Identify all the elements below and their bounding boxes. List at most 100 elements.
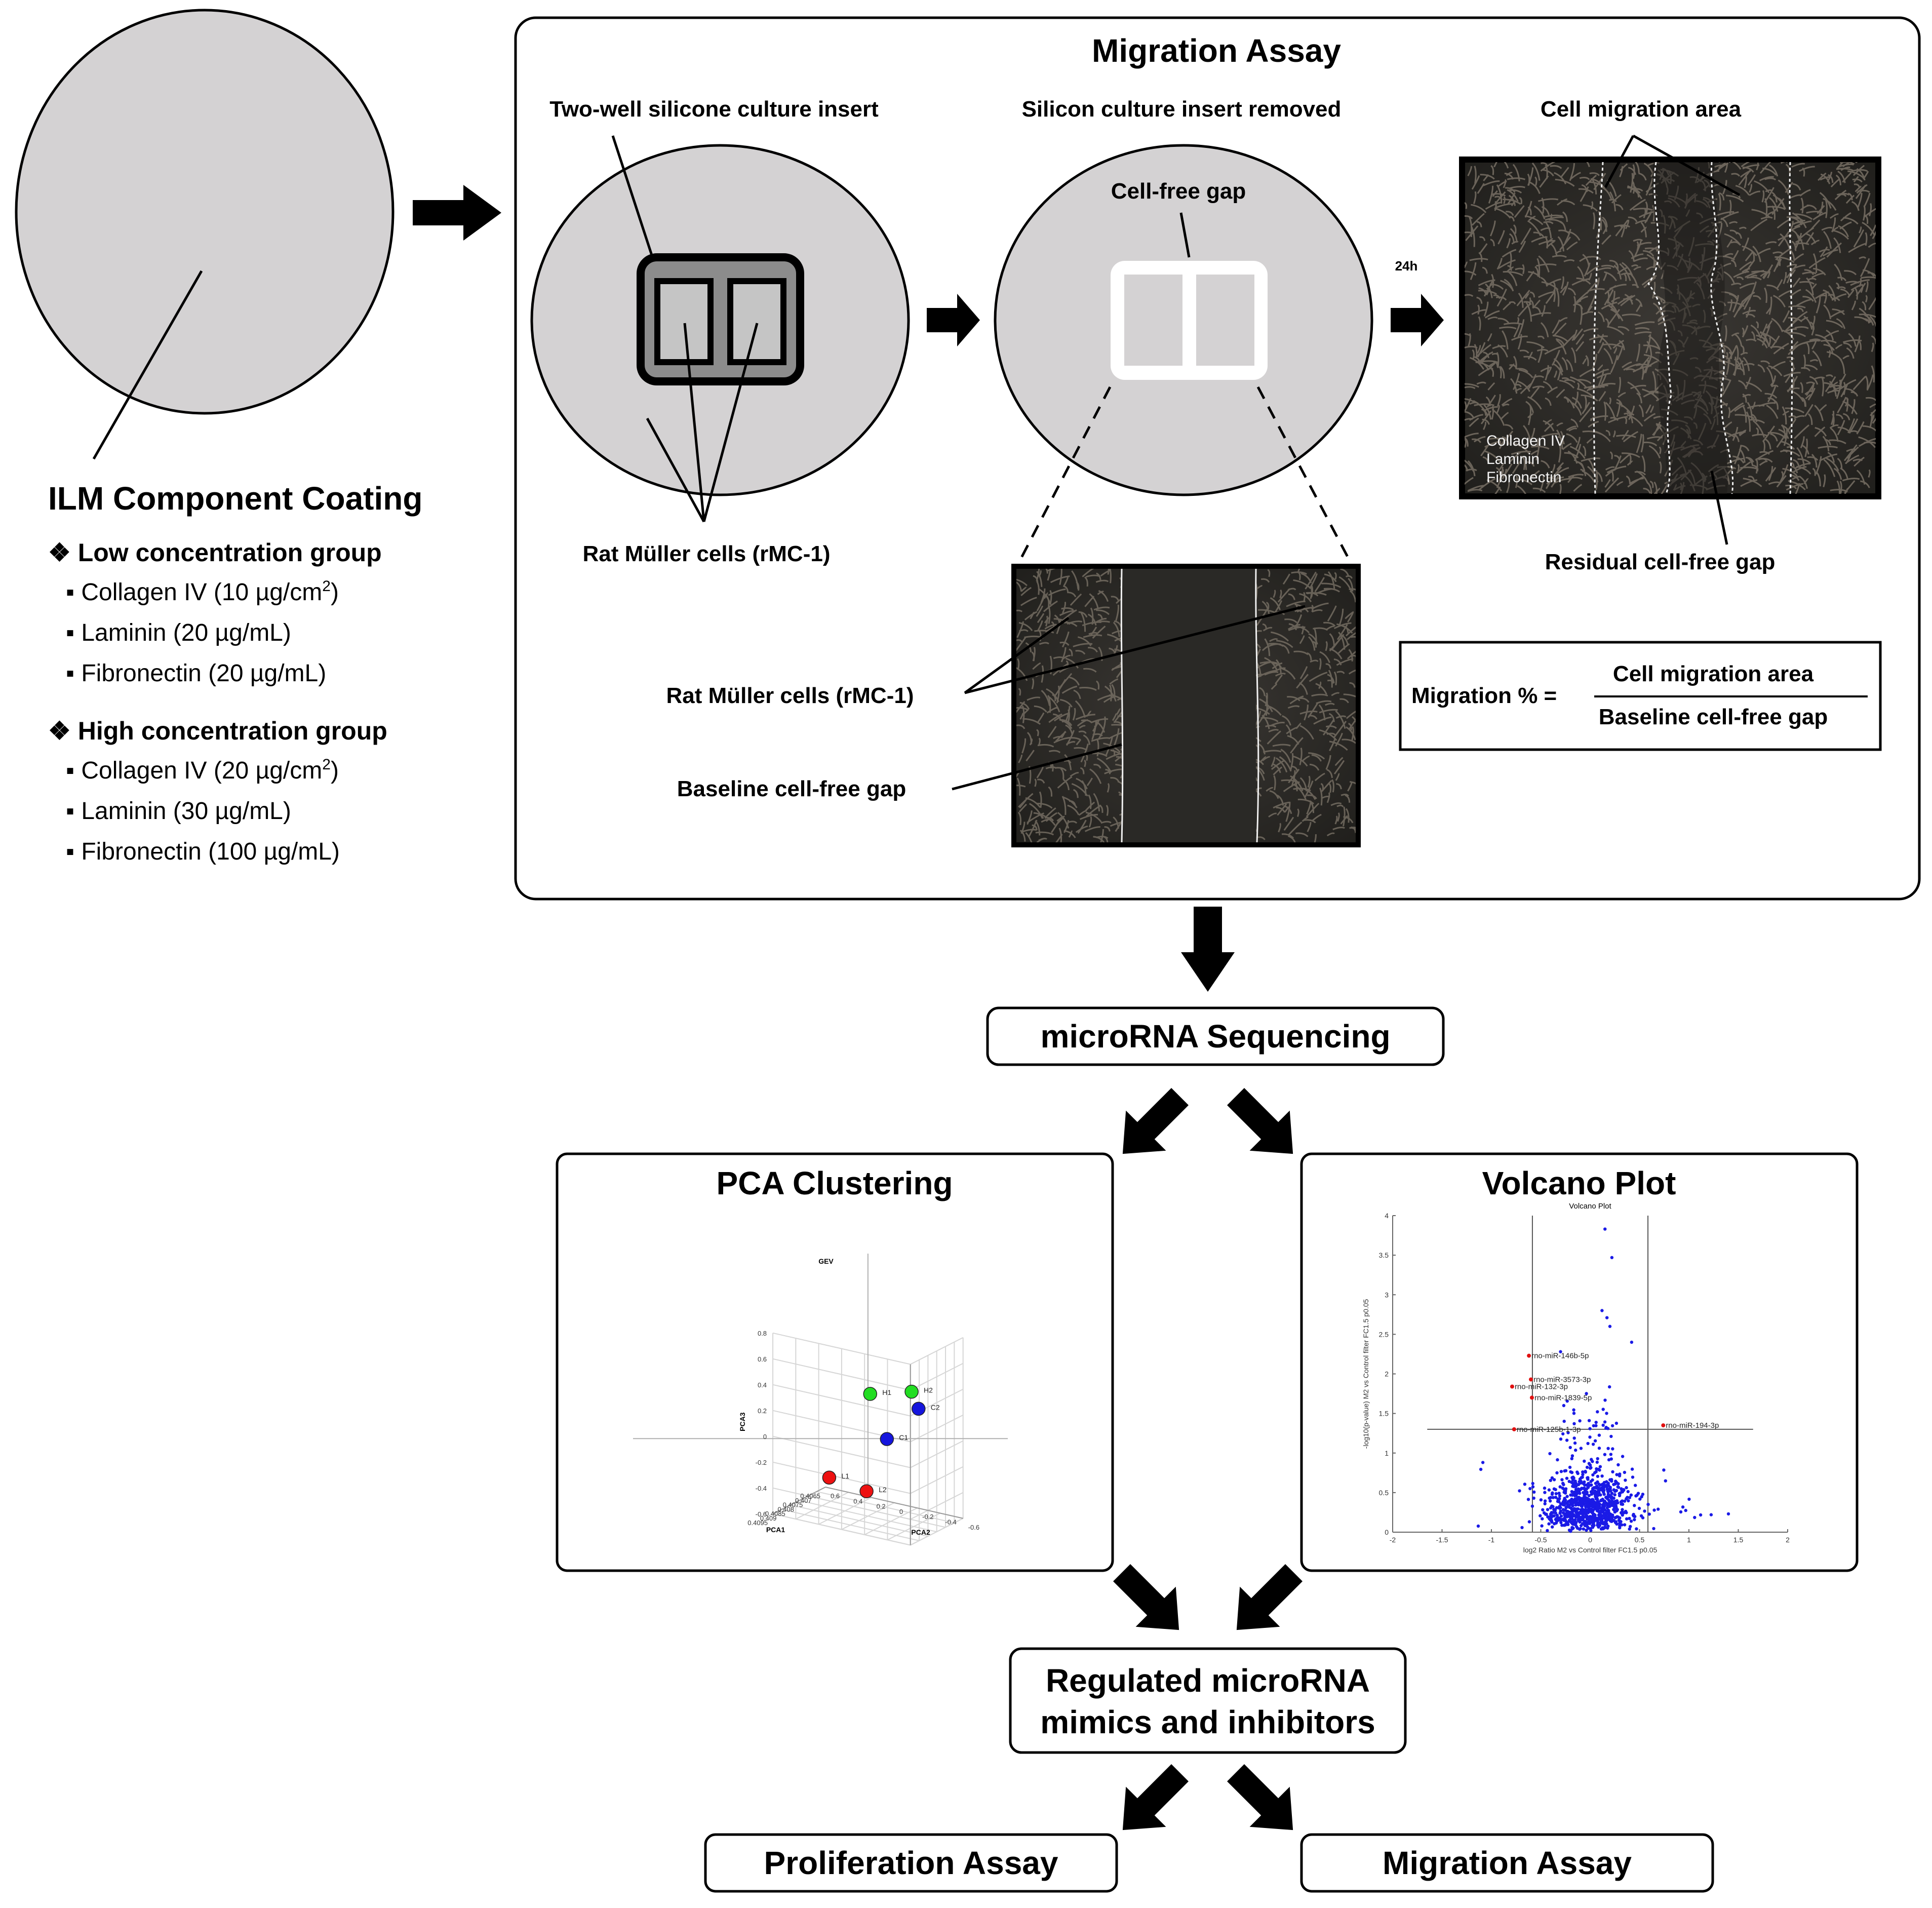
- sequencing-box: [986, 1006, 1445, 1066]
- square-bullet-icon: ▪: [66, 619, 81, 646]
- square-bullet-icon: ▪: [66, 579, 81, 606]
- volcano-point: [1638, 1497, 1642, 1501]
- volcano-point: [1613, 1516, 1618, 1520]
- migration-front-outer-left: [1593, 162, 1604, 494]
- volcano-point: [1605, 1316, 1609, 1319]
- volcano-point: [1549, 1478, 1552, 1482]
- volcano-point: [1601, 1509, 1605, 1512]
- highlighted-mirna-point: [1510, 1384, 1514, 1389]
- volcano-point: [1545, 1512, 1548, 1516]
- tick-label: 1: [1687, 1536, 1691, 1544]
- volcano-point: [1581, 1472, 1585, 1476]
- volcano-point: [1561, 1482, 1565, 1485]
- volcano-point: [1620, 1487, 1623, 1491]
- volcano-point: [1549, 1496, 1553, 1499]
- volcano-point: [1562, 1419, 1566, 1423]
- list-item: ▪ Fibronectin (100 µg/mL): [66, 838, 340, 865]
- volcano-point: [1610, 1479, 1613, 1483]
- volcano-point: [1592, 1501, 1596, 1505]
- volcano-point: [1590, 1490, 1593, 1494]
- volcano-point: [1518, 1489, 1521, 1493]
- volcano-point: [1687, 1497, 1691, 1501]
- tick-label: 0.2: [758, 1407, 767, 1415]
- volcano-point: [1543, 1491, 1547, 1494]
- highlighted-mirna-point: [1512, 1427, 1516, 1431]
- volcano-point: [1634, 1484, 1637, 1487]
- tick-label: 0.5: [1379, 1489, 1389, 1497]
- square-bullet-icon: ▪: [66, 660, 81, 687]
- volcano-point: [1540, 1524, 1544, 1528]
- volcano-point: [1586, 1499, 1589, 1502]
- volcano-point: [1570, 1454, 1574, 1458]
- axis-line: [825, 1487, 963, 1519]
- tick-label: -0.2: [756, 1459, 767, 1466]
- migration-24h-photo: Collagen IV Laminin Fibronectin: [1459, 157, 1881, 499]
- volcano-point: [1646, 1503, 1650, 1506]
- formula-denominator: Baseline cell-free gap: [1599, 705, 1828, 729]
- volcano-point: [1578, 1492, 1582, 1495]
- tick-label: 0.2: [877, 1503, 886, 1510]
- tick-label: -0.6: [756, 1510, 767, 1518]
- x-axis-label: log2 Ratio M2 vs Control filter FC1.5 p0…: [1523, 1546, 1658, 1554]
- volcano-point: [1566, 1431, 1570, 1434]
- volcano-point: [1571, 1514, 1575, 1518]
- migration-assay-final-label: Migration Assay: [1383, 1845, 1632, 1881]
- volcano-point: [1597, 1447, 1601, 1450]
- volcano-point: [1603, 1420, 1607, 1424]
- volcano-point: [1628, 1496, 1632, 1499]
- volcano-point: [1594, 1421, 1598, 1424]
- volcano-point: [1699, 1513, 1703, 1517]
- volcano-point: [1601, 1489, 1604, 1493]
- volcano-point: [1625, 1497, 1628, 1501]
- volcano-point: [1601, 1423, 1605, 1427]
- volcano-point: [1550, 1514, 1554, 1517]
- formula-numerator: Cell migration area: [1613, 661, 1814, 686]
- volcano-point: [1587, 1527, 1590, 1530]
- volcano-point: [1583, 1491, 1586, 1495]
- volcano-point: [1612, 1508, 1615, 1511]
- volcano-point: [1586, 1502, 1589, 1506]
- pca-point-c2: [912, 1401, 926, 1416]
- volcano-point: [1587, 1419, 1591, 1422]
- volcano-point: [1629, 1525, 1632, 1528]
- volcano-point: [1570, 1507, 1573, 1511]
- volcano-point: [1579, 1447, 1583, 1450]
- volcano-point: [1600, 1483, 1604, 1487]
- tick-label: 0.408: [777, 1505, 794, 1513]
- volcano-point: [1582, 1499, 1586, 1503]
- migration-front-inner-right: [1710, 162, 1734, 494]
- volcano-point: [1579, 1527, 1582, 1531]
- volcano-point: [1614, 1489, 1619, 1492]
- volcano-point: [1633, 1518, 1636, 1522]
- volcano-point: [1610, 1499, 1614, 1503]
- volcano-point: [1561, 1503, 1565, 1506]
- volcano-point: [1576, 1503, 1580, 1507]
- volcano-point: [1613, 1482, 1617, 1486]
- volcano-point: [1599, 1498, 1603, 1502]
- photo-overlay-text: Collagen IV: [1486, 433, 1565, 449]
- volcano-point: [1598, 1488, 1602, 1492]
- volcano-point: [1570, 1490, 1574, 1494]
- volcano-point: [1652, 1527, 1655, 1531]
- high-group-list: ▪ Collagen IV (20 µg/cm2) ▪ Laminin (30 …: [66, 756, 340, 865]
- volcano-point: [1597, 1467, 1600, 1471]
- volcano-point: [1588, 1427, 1592, 1430]
- volcano-point: [1606, 1502, 1610, 1506]
- volcano-point: [1608, 1325, 1612, 1328]
- volcano-point: [1664, 1479, 1667, 1483]
- cell-migration-area-label: Cell migration area: [1541, 97, 1742, 122]
- volcano-point: [1616, 1463, 1620, 1467]
- volcano-point: [1621, 1513, 1624, 1517]
- volcano-point: [1550, 1492, 1554, 1496]
- diamond-bullet-icon: ❖: [48, 717, 78, 745]
- volcano-point: [1592, 1512, 1596, 1516]
- volcano-point: [1626, 1490, 1630, 1494]
- volcano-point: [1590, 1458, 1593, 1461]
- gap-band: [1122, 569, 1256, 842]
- pca-point-h1: [863, 1387, 878, 1401]
- tick-label: 1: [1385, 1449, 1389, 1457]
- volcano-point: [1570, 1517, 1574, 1521]
- rat-cells-pointer-lines: [646, 323, 759, 523]
- volcano-point: [1578, 1520, 1582, 1524]
- volcano-point: [1600, 1519, 1604, 1523]
